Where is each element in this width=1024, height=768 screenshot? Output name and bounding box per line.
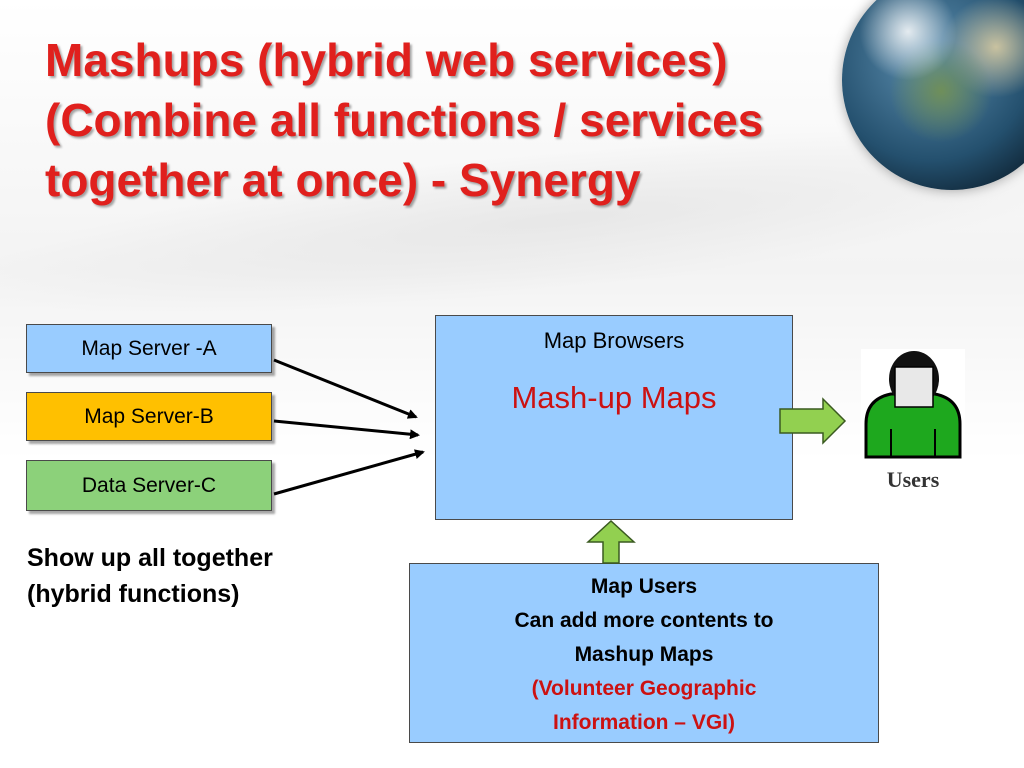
map-users-box: Map Users Can add more contents to Mashu… <box>409 563 879 743</box>
map-users-line-4: (Volunteer Geographic <box>531 677 757 700</box>
slide-title: Mashups (hybrid web services) (Combine a… <box>45 30 975 210</box>
map-server-b-label: Map Server-B <box>84 404 214 428</box>
users-picture: Users <box>861 349 965 499</box>
user-icon <box>864 351 962 459</box>
arrow-server-a-to-browser <box>273 358 418 419</box>
map-users-line-5: Information – VGI) <box>552 711 735 734</box>
caption: Show up all together (hybrid functions) <box>27 540 273 612</box>
users-label: Users <box>886 467 940 492</box>
map-server-a-label: Map Server -A <box>81 336 217 360</box>
map-server-a-box: Map Server -A <box>26 324 272 373</box>
arrow-map-users-to-browser <box>586 519 636 564</box>
mash-up-maps-label: Mash-up Maps <box>511 380 717 415</box>
arrow-server-b-to-browser <box>273 419 420 440</box>
arrow-browser-to-users <box>779 397 847 445</box>
data-server-c-box: Data Server-C <box>26 460 272 511</box>
arrow-server-c-to-browser <box>273 449 425 496</box>
map-browsers-box: Map Browsers Mash-up Maps <box>435 315 793 520</box>
map-browsers-heading: Map Browsers <box>543 328 685 353</box>
caption-line-2: (hybrid functions) <box>27 580 240 608</box>
map-users-line-2: Can add more contents to <box>514 609 774 632</box>
caption-line-1: Show up all together <box>27 544 273 572</box>
map-server-b-box: Map Server-B <box>26 392 272 441</box>
map-users-line-1: Map Users <box>590 575 698 598</box>
title-line-2: (Combine all functions / services <box>45 94 764 146</box>
title-line-3: together at once) - Synergy <box>45 154 641 206</box>
title-line-1: Mashups (hybrid web services) <box>45 34 728 86</box>
data-server-c-label: Data Server-C <box>81 473 217 497</box>
map-users-line-3: Mashup Maps <box>574 643 714 666</box>
